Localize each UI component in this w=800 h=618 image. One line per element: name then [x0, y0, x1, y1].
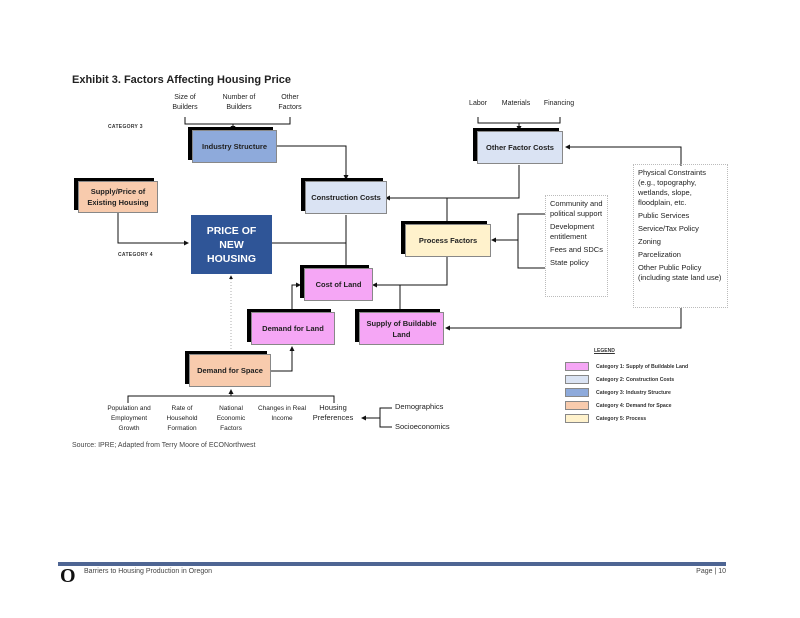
- legend-item: Category 2: Construction Costs: [565, 375, 674, 384]
- legend-item: Category 1: Supply of Buildable Land: [565, 362, 688, 371]
- constraint-item: Zoning: [638, 237, 661, 246]
- constraint-item: Other Public Policy (including state lan…: [638, 263, 722, 282]
- footer-rule: [58, 562, 726, 566]
- input-materials: Materials: [501, 100, 531, 107]
- legend-swatch: [565, 414, 589, 423]
- category-4-label: CATEGORY 4: [118, 252, 153, 258]
- legend-swatch: [565, 401, 589, 410]
- constraint-item: Parcelization: [638, 250, 681, 259]
- input-other-factors: Other Factors: [278, 94, 302, 111]
- line-industry-inputs: [184, 117, 291, 125]
- process-item: Community and political support: [550, 199, 603, 218]
- process-factors-list: Community and political support Developm…: [545, 195, 608, 297]
- legend-title: LEGEND: [594, 348, 615, 354]
- constraint-item: Physical Constraints (e.g., topography, …: [638, 168, 706, 207]
- constraints-list: Physical Constraints (e.g., topography, …: [633, 164, 728, 308]
- legend-swatch: [565, 362, 589, 371]
- preference-demographics: Demographics: [395, 402, 444, 411]
- input-labor: Labor: [469, 100, 487, 107]
- input-size-of-builders: Size of Builders: [172, 94, 198, 111]
- constraint-item: Public Services: [638, 211, 690, 220]
- source-note: Source: IPRE; Adapted from Terry Moore o…: [72, 442, 256, 449]
- industry-structure-box: Industry Structure: [192, 130, 277, 163]
- demand-input-national-economic: National Economic Factors: [216, 405, 246, 432]
- price-of-new-housing-box: PRICE OF NEW HOUSING: [191, 215, 272, 274]
- supply-existing-housing-box: Supply/Price of Existing Housing: [78, 181, 158, 213]
- demand-input-real-income: Changes in Real Income: [257, 405, 307, 422]
- exhibit-title: Exhibit 3. Factors Affecting Housing Pri…: [72, 74, 292, 86]
- demand-input-population: Population and Employment Growth: [107, 405, 151, 432]
- legend-swatch: [565, 375, 589, 384]
- legend-item: Category 3: Industry Structure: [565, 388, 671, 397]
- other-factor-costs-box: Other Factor Costs: [477, 131, 563, 164]
- demand-for-land-box: Demand for Land: [251, 312, 335, 345]
- supply-of-buildable-land-box: Supply of Buildable Land: [359, 312, 444, 345]
- oregon-o-logo-icon: O: [60, 565, 76, 587]
- cost-of-land-box: Cost of Land: [304, 268, 373, 301]
- preference-socioeconomics: Socioeconomics: [395, 422, 450, 431]
- input-number-of-builders: Number of Builders: [222, 94, 256, 111]
- process-factors-box: Process Factors: [405, 224, 491, 257]
- input-financing: Financing: [543, 100, 575, 107]
- constraint-item: Service/Tax Policy: [638, 224, 699, 233]
- legend-item: Category 4: Demand for Space: [565, 401, 672, 410]
- legend-swatch: [565, 388, 589, 397]
- demand-for-space-box: Demand for Space: [189, 354, 271, 387]
- category-3-label: CATEGORY 3: [108, 124, 143, 130]
- process-item: Development entitlement: [550, 222, 595, 241]
- process-item: State policy: [550, 258, 589, 267]
- construction-costs-box: Construction Costs: [305, 181, 387, 214]
- demand-input-housing-preferences: Housing Preferences: [312, 403, 354, 422]
- footer-document-title: Barriers to Housing Production in Oregon: [84, 568, 213, 575]
- process-item: Fees and SDCs: [550, 245, 603, 254]
- footer-page-number: Page | 10: [696, 568, 726, 575]
- legend-item: Category 5: Process: [565, 414, 646, 423]
- demand-input-household-formation: Rate of Household Formation: [166, 405, 198, 432]
